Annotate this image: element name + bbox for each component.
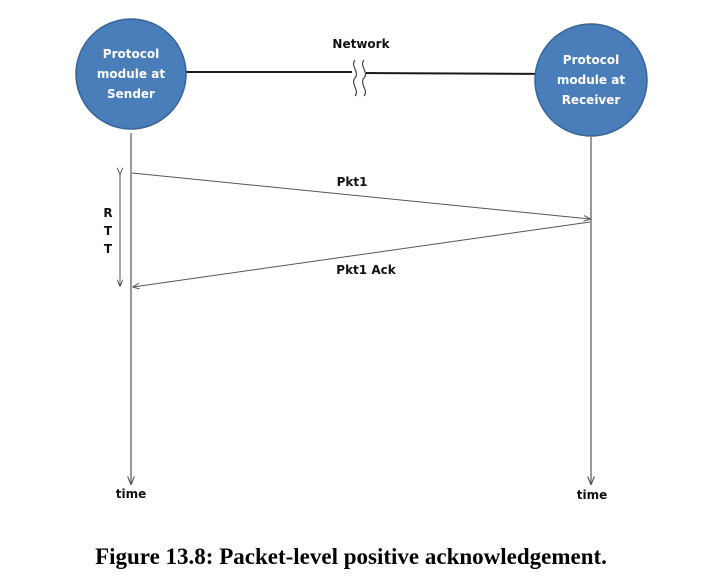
packet-label: Pkt1	[337, 175, 368, 189]
packet-arrow	[131, 172, 590, 219]
receiver-label-line1: Protocol	[563, 53, 619, 67]
receiver-label-line3: Receiver	[562, 93, 621, 107]
rtt-letter-t2: T	[104, 242, 113, 256]
network-link	[365, 72, 561, 75]
receiver-label-line2: module at	[557, 73, 625, 87]
rtt-letter-r: R	[103, 206, 112, 220]
figure-caption: Figure 13.8: Packet-level positive ackno…	[95, 544, 607, 569]
receiver-node	[534, 23, 648, 137]
receiver-time-label: time	[577, 488, 608, 502]
network-break-icon	[352, 59, 358, 97]
ack-arrow	[133, 221, 591, 287]
sender-time-label: time	[116, 487, 147, 501]
sender-node	[75, 18, 187, 130]
network-label: Network	[332, 37, 390, 51]
sender-label-line1: Protocol	[103, 47, 159, 61]
rtt-letter-t1: T	[104, 224, 113, 238]
sender-label-line3: Sender	[107, 87, 155, 101]
network-break-icon	[361, 59, 367, 97]
ack-label: Pkt1 Ack	[336, 263, 396, 277]
sender-label-line2: module at	[97, 67, 165, 81]
